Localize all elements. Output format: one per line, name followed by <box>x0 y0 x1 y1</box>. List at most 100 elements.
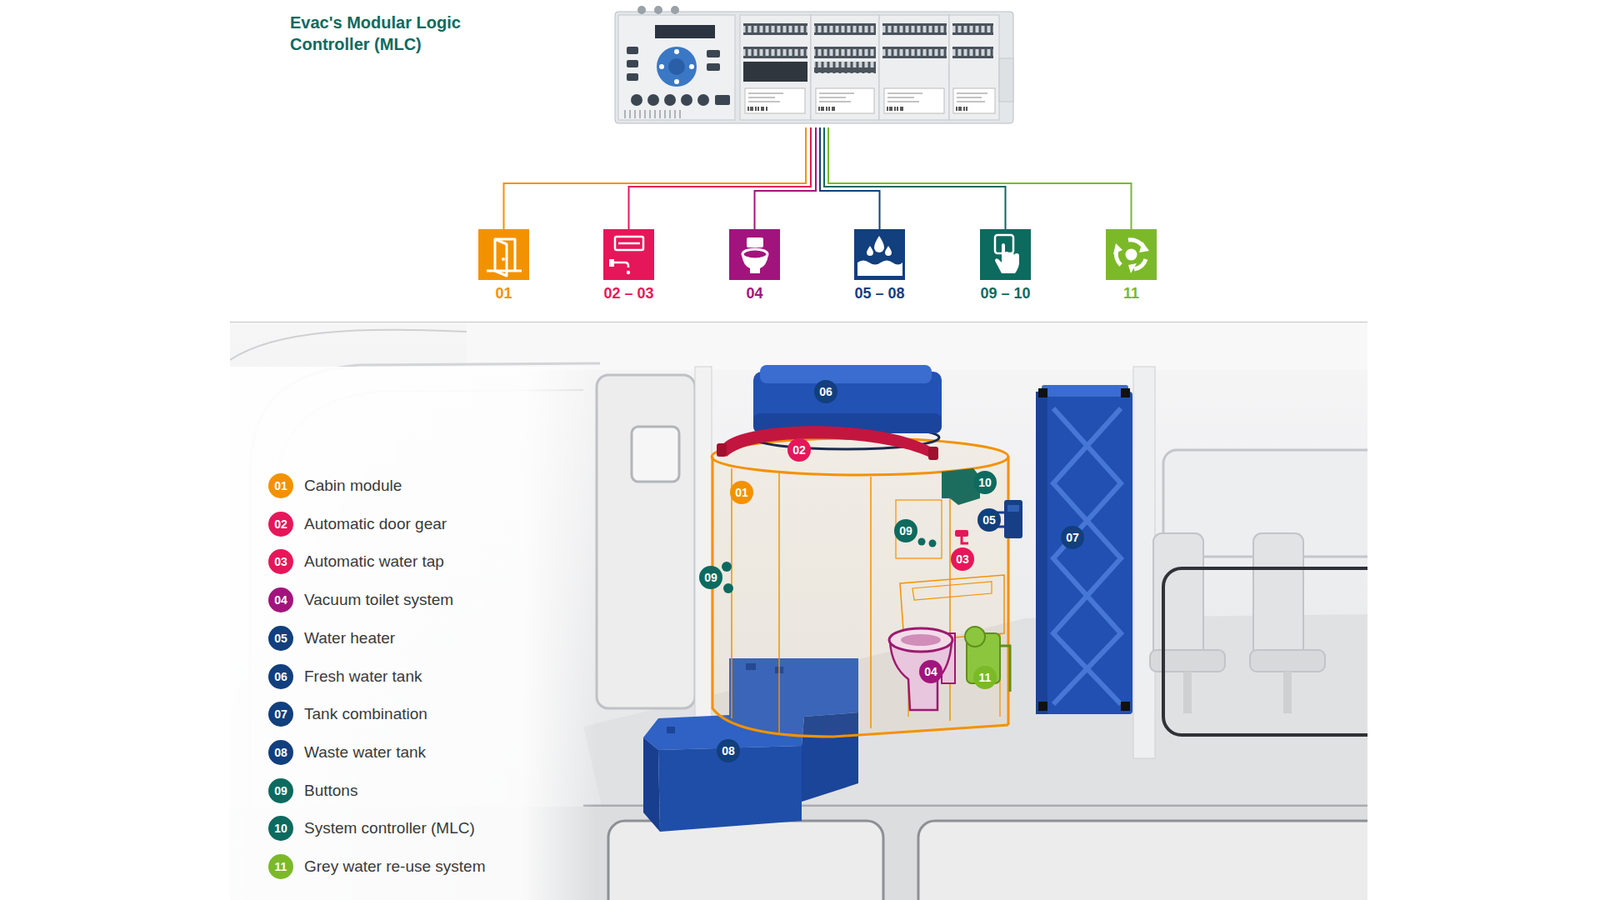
icon-tile-recycle <box>1139 241 1150 253</box>
callout-number: 08 <box>274 745 288 760</box>
cabin-module <box>730 468 733 719</box>
controller-device <box>715 95 730 105</box>
legend-text: Automatic door gear <box>304 515 447 534</box>
vacuum-toilet <box>900 634 941 646</box>
cabin-module <box>711 438 1009 737</box>
controller-device <box>680 94 693 106</box>
callout-badge: 04 <box>919 660 943 684</box>
io-module <box>748 93 784 102</box>
icon-tile-water <box>854 229 905 280</box>
controller-device <box>706 63 720 71</box>
connector-line <box>828 127 1132 230</box>
callout-number: 01 <box>274 479 288 493</box>
controller-device <box>674 79 680 85</box>
icon-number: 11 <box>1123 284 1140 303</box>
legend-swatch: 07 <box>268 701 294 727</box>
io-module <box>743 23 808 35</box>
icon-tile-tap <box>618 242 640 245</box>
legend-text: Fresh water tank <box>304 667 423 686</box>
controller-device <box>626 73 639 81</box>
legend-swatch: 06 <box>268 664 294 690</box>
seat <box>1253 533 1304 659</box>
train-illustration <box>230 321 1368 900</box>
legend-row: 07 Tank combination <box>268 701 585 729</box>
icon-number: 05 – 08 <box>854 284 905 303</box>
icon-tile-door <box>486 239 522 276</box>
icon-tile-door <box>501 257 505 261</box>
controller-device <box>689 64 695 70</box>
connector-line <box>629 127 812 230</box>
io-module <box>810 15 880 120</box>
icon-box: 05 – 08 <box>854 229 905 280</box>
icon-tile-toilet <box>729 229 780 280</box>
legend-row: 08Waste water tank <box>268 740 585 767</box>
connector-line <box>504 127 807 230</box>
connector-line <box>755 127 817 230</box>
buttons <box>721 538 937 595</box>
buttons <box>723 583 734 594</box>
controller-device <box>615 11 1014 124</box>
io-module <box>882 46 947 59</box>
legend-row: 02 Automatic door gear <box>268 511 585 539</box>
icon-box: 02 – 03 <box>603 229 655 280</box>
callout-number: 11 <box>275 860 288 874</box>
water-tap <box>955 530 969 537</box>
callout-number: 05 <box>982 513 996 527</box>
controller-device <box>664 94 676 106</box>
legend-text: Tank combination <box>304 705 428 724</box>
callout-number: 06 <box>274 670 288 684</box>
seat <box>1283 671 1292 714</box>
seat <box>1183 671 1192 714</box>
callout-badge: 09 <box>894 519 918 543</box>
tank-combination <box>1038 701 1048 711</box>
icon-tile-water <box>885 245 892 256</box>
grey-water-unit <box>965 626 1010 692</box>
icon-tile-tap <box>609 259 615 267</box>
callout-number: 10 <box>978 475 992 490</box>
cabin-module <box>712 456 1009 737</box>
icon-tile-recycle <box>1128 263 1137 274</box>
icon-tile-tap <box>613 236 644 268</box>
callout-number: 08 <box>721 744 735 758</box>
icon-tile-toilet <box>729 229 780 280</box>
io-module <box>879 15 950 120</box>
train-illustration <box>608 820 884 900</box>
io-module <box>819 93 855 102</box>
cabin-module <box>912 581 992 600</box>
seat <box>1150 533 1225 714</box>
io-module <box>748 106 767 111</box>
callout-badge: 09 <box>699 565 723 590</box>
cabin-module <box>778 473 780 734</box>
buttons <box>721 561 732 572</box>
legend-row: 01Cabin module <box>268 473 585 500</box>
icon-tile-door <box>486 270 522 273</box>
controller-device <box>618 15 735 120</box>
fresh-water-tank <box>760 365 932 384</box>
tank-combination <box>1035 391 1133 715</box>
controller-device <box>655 25 715 39</box>
callout-badge: 03 <box>950 547 975 571</box>
controller-device <box>626 60 639 68</box>
callout-number: 04 <box>274 593 288 607</box>
callout-number: 03 <box>955 552 970 566</box>
controller-device <box>659 64 665 70</box>
tank-combination <box>1038 388 1048 398</box>
icon-number: 09 – 10 <box>980 284 1030 303</box>
icon-tile-tap <box>603 229 655 280</box>
buttons <box>918 538 926 546</box>
seat <box>1150 650 1225 672</box>
callout-number: 02 <box>274 517 288 531</box>
callout-number: 09 <box>899 524 913 538</box>
io-module <box>814 46 876 59</box>
controller-device <box>674 49 680 55</box>
diagram-heading: Evac's Modular Logic Controller (MLC) <box>290 11 478 55</box>
callout-number: 03 <box>274 555 288 569</box>
legend-text: Vacuum toilet system <box>304 590 454 610</box>
callout-badge: 11 <box>973 665 997 690</box>
io-module <box>815 88 875 114</box>
tank-combination <box>1035 385 1133 715</box>
train-illustration <box>695 366 712 725</box>
legend-row: 09Buttons <box>268 778 585 805</box>
callout-number: 07 <box>274 707 288 721</box>
icon-tile-door <box>478 229 530 280</box>
